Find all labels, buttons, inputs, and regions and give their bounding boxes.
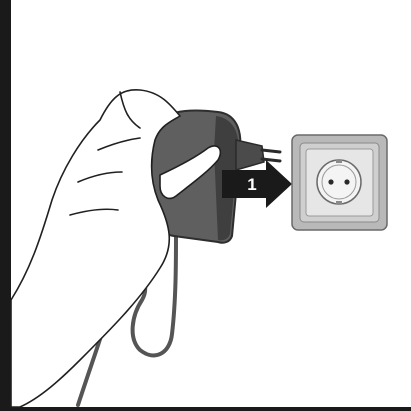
adapter-plug-neck xyxy=(236,140,264,170)
step-number-label: 1 xyxy=(247,175,256,194)
socket-recess xyxy=(317,160,361,204)
bottom-frame-border xyxy=(0,407,411,411)
adapter-pin-top xyxy=(262,150,280,152)
socket-hole-left xyxy=(328,179,333,184)
socket-hole-right xyxy=(344,179,349,184)
left-frame-border xyxy=(0,0,11,411)
wall-socket-icon xyxy=(292,135,387,230)
socket-ground-top xyxy=(336,160,342,163)
hand-palm xyxy=(11,90,180,407)
socket-ground-bottom xyxy=(336,201,342,204)
adapter-pin-bottom xyxy=(262,159,280,161)
